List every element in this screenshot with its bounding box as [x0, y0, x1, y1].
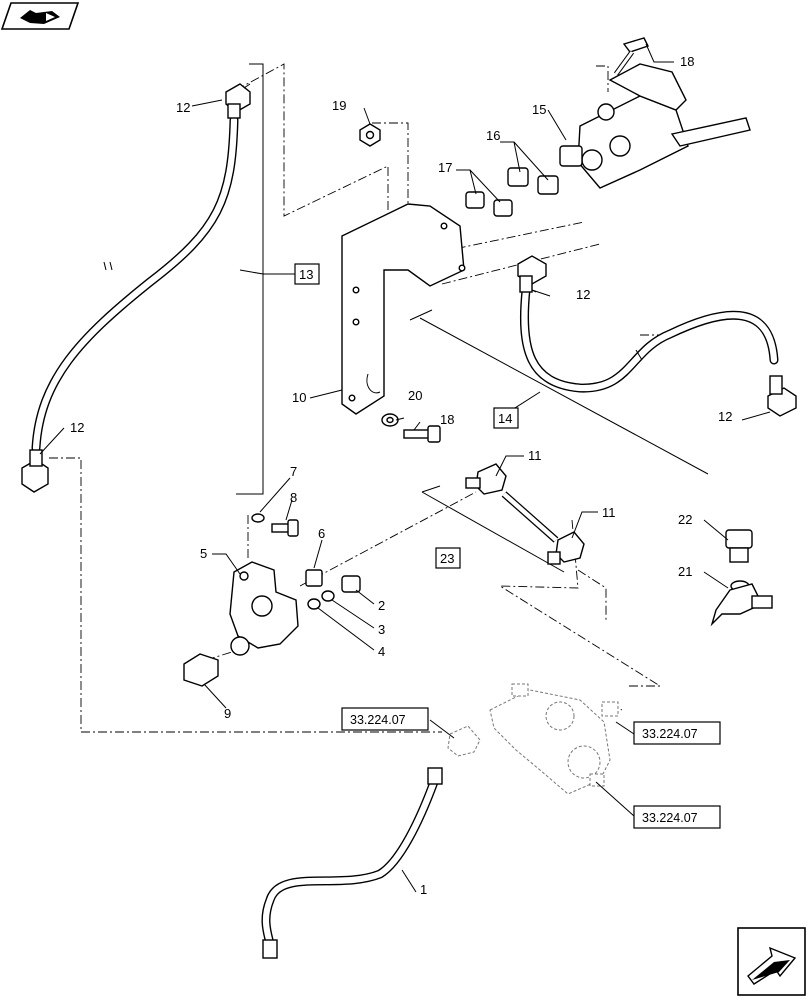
book-arrow-icon[interactable] [0, 2, 80, 30]
hose-assembly-13[interactable] [31, 115, 239, 453]
callout-11: 11 [602, 505, 616, 520]
fitting-6[interactable] [305, 569, 323, 587]
callout-10: 10 [292, 390, 306, 405]
screw-18-top[interactable] [613, 37, 649, 76]
callout-12: 12 [718, 409, 732, 424]
boxed-callout-13[interactable]: 13 [294, 263, 320, 285]
washer-4[interactable] [307, 598, 321, 610]
svg-text:14: 14 [498, 411, 512, 426]
elbow-fitting-11-bottom[interactable] [547, 531, 585, 565]
svg-text:23: 23 [440, 551, 454, 566]
adapter-22[interactable] [725, 529, 753, 563]
callout-7: 7 [290, 464, 297, 479]
screw-18-mid[interactable] [403, 425, 441, 443]
callout-12: 12 [576, 287, 590, 302]
callout-18: 18 [440, 412, 454, 427]
callout-4: 4 [378, 644, 385, 659]
callout-15: 15 [532, 102, 546, 117]
callout-5: 5 [200, 546, 207, 561]
fitting-reference [447, 725, 481, 757]
plug-2[interactable] [341, 575, 361, 593]
fittings-16[interactable] [507, 145, 583, 195]
callout-2: 2 [378, 598, 385, 613]
elbow-fitting-12-mid[interactable] [517, 255, 547, 293]
fitting-9[interactable] [183, 653, 219, 687]
callout-16: 16 [486, 128, 500, 143]
svg-text:33.224.07: 33.224.07 [642, 811, 698, 825]
svg-text:33.224.07: 33.224.07 [350, 713, 406, 727]
tube-assembly-23[interactable] [501, 491, 559, 543]
valve-5[interactable] [229, 561, 299, 656]
screw-8[interactable] [271, 519, 299, 537]
boxed-callout-23[interactable]: 23 [435, 547, 461, 569]
callout-12: 12 [70, 420, 84, 435]
tee-fitting-21[interactable] [710, 580, 773, 627]
callout-8: 8 [290, 490, 297, 505]
callout-18: 18 [680, 54, 694, 69]
callout-1: 1 [420, 882, 427, 897]
callout-21: 21 [678, 564, 692, 579]
elbow-fitting-12-left[interactable] [21, 449, 49, 493]
reference-33-224-07-bottom[interactable]: 33.224.07 [633, 805, 721, 829]
air-compressor-reference [489, 683, 619, 795]
washer-20[interactable] [381, 413, 399, 427]
boxed-callout-14[interactable]: 14 [493, 407, 519, 429]
bracket-10[interactable] [341, 203, 466, 415]
callout-leaders [39, 43, 771, 893]
callout-17: 17 [438, 160, 452, 175]
callout-3: 3 [378, 622, 385, 637]
reference-33-224-07-right[interactable]: 33.224.07 [633, 721, 721, 745]
callout-6: 6 [318, 526, 325, 541]
nut-19[interactable] [359, 123, 381, 147]
callout-numbers: 12 12 12 12 18 15 19 16 17 10 20 18 11 1… [70, 54, 732, 897]
callout-11: 11 [528, 448, 542, 463]
elbow-fitting-12-top[interactable] [225, 83, 251, 119]
elbow-fitting-12-right[interactable] [767, 375, 797, 417]
callout-22: 22 [678, 512, 692, 527]
callout-9: 9 [224, 706, 231, 721]
svg-text:33.224.07: 33.224.07 [642, 727, 698, 741]
callout-12: 12 [176, 100, 190, 115]
control-valve-15[interactable] [577, 63, 751, 189]
washer-3[interactable] [321, 590, 335, 602]
callout-19: 19 [332, 98, 346, 113]
reference-33-224-07-left[interactable]: 33.224.07 [341, 707, 429, 731]
callout-20: 20 [408, 388, 422, 403]
hose-assembly-14[interactable] [519, 285, 779, 393]
svg-text:13: 13 [299, 267, 313, 282]
group-bracket-lines [236, 63, 709, 573]
fittings-17[interactable] [465, 191, 513, 217]
hose-assembly-1[interactable] [261, 767, 443, 959]
washer-7[interactable] [251, 513, 265, 523]
next-page-arrow-icon[interactable] [737, 927, 806, 996]
